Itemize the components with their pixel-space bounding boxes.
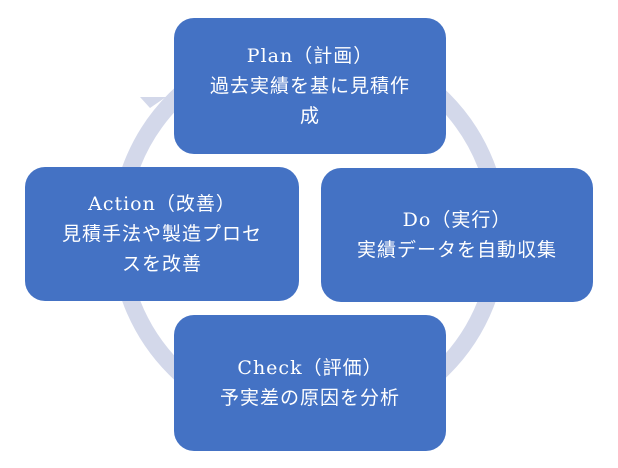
do-box: Do（実行） 実績データを自動収集 <box>321 168 593 302</box>
check-title: Check（評価） <box>237 357 383 379</box>
do-title: Do（実行） <box>402 209 512 231</box>
action-text-line-1: 見積手法や製造プロセ <box>61 223 262 245</box>
cycle-arrowhead-icon <box>140 97 166 108</box>
check-box: Check（評価） 予実差の原因を分析 <box>174 315 446 451</box>
plan-text-line-2: 成 <box>299 105 320 127</box>
plan-text-line-1: 過去実績を基に見積作 <box>209 75 410 97</box>
do-text-line-1: 実績データを自動収集 <box>356 239 557 261</box>
action-box: Action（改善） 見積手法や製造プロセ スを改善 <box>25 167 299 301</box>
action-text-line-2: スを改善 <box>121 253 202 275</box>
plan-title: Plan（計画） <box>246 45 374 67</box>
plan-box: Plan（計画） 過去実績を基に見積作 成 <box>174 18 446 154</box>
action-title: Action（改善） <box>88 193 236 215</box>
check-text-line-1: 予実差の原因を分析 <box>219 387 400 409</box>
